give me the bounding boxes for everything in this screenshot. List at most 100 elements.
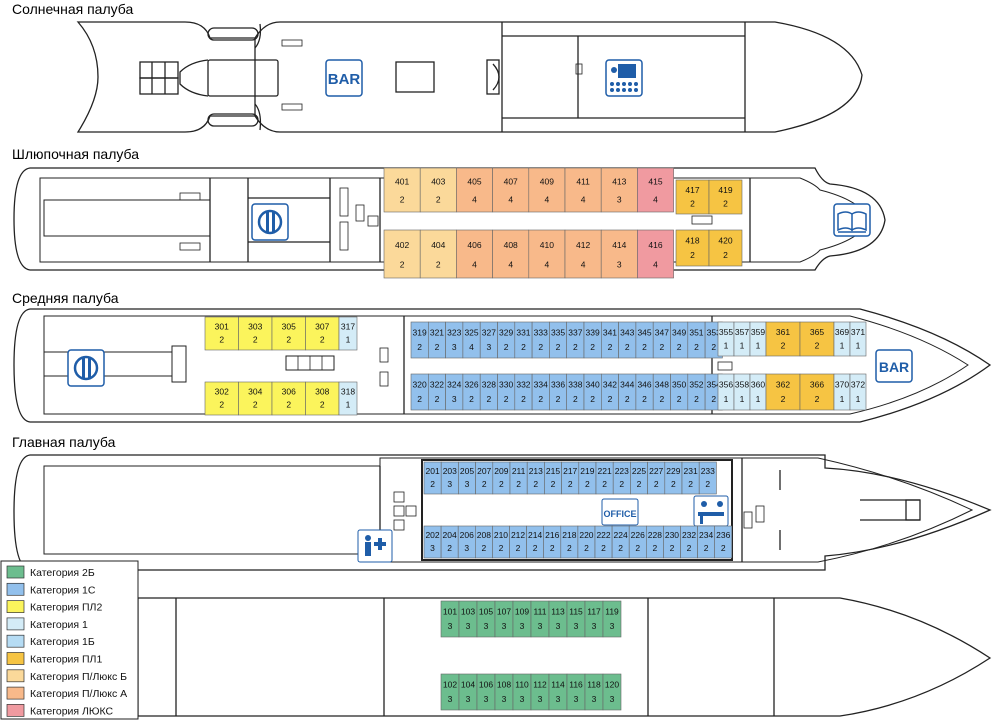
cabin-409-box[interactable] — [528, 167, 566, 213]
cabin-120-box[interactable] — [602, 673, 622, 711]
cabin-303-box[interactable] — [238, 316, 273, 351]
cabin-306-box[interactable] — [271, 381, 306, 416]
cabin-362-box[interactable] — [765, 373, 801, 411]
cabin-413-box[interactable] — [600, 167, 638, 213]
cabin-418-box[interactable] — [675, 229, 710, 267]
cabin-417-box[interactable] — [675, 179, 710, 215]
cabin-372-box[interactable] — [849, 373, 867, 411]
cabin-401-box[interactable] — [383, 167, 421, 213]
cabin-405-box[interactable] — [456, 167, 493, 213]
cabin-407-box[interactable] — [492, 167, 530, 213]
cabin-416-box[interactable] — [637, 229, 674, 279]
cabin-305-box[interactable] — [271, 316, 306, 351]
cabin-361-box[interactable] — [765, 321, 801, 357]
cabin-404-box[interactable] — [419, 229, 457, 279]
cabin-371-box[interactable] — [849, 321, 867, 357]
cabin-414-box[interactable] — [600, 229, 638, 279]
cabin-403-box[interactable] — [419, 167, 457, 213]
cabin-406-box[interactable] — [456, 229, 493, 279]
